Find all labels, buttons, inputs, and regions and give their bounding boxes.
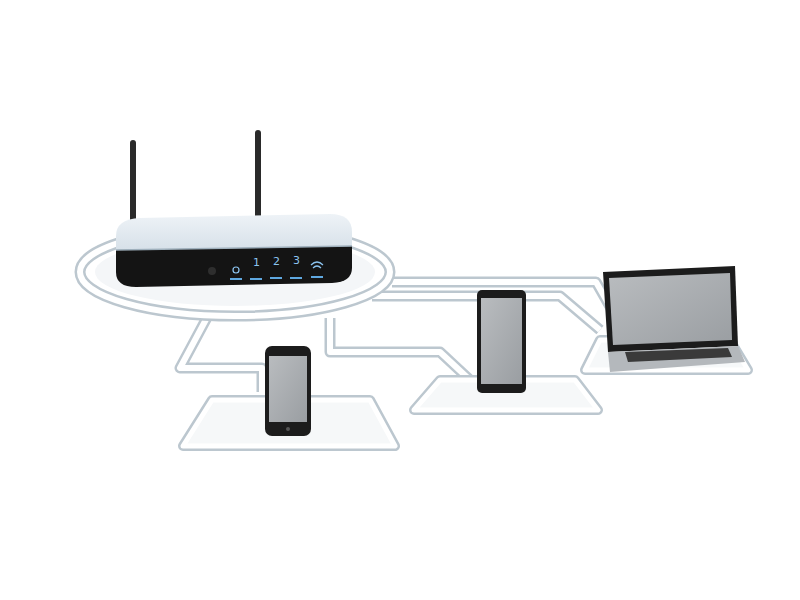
tablet [477,290,526,393]
smartphone [265,346,311,436]
port-number: 2 [273,256,280,268]
port-number: 1 [253,257,260,269]
laptop [603,266,745,372]
port-number: 3 [293,255,300,267]
router [116,130,352,287]
device-platforms [183,340,748,446]
